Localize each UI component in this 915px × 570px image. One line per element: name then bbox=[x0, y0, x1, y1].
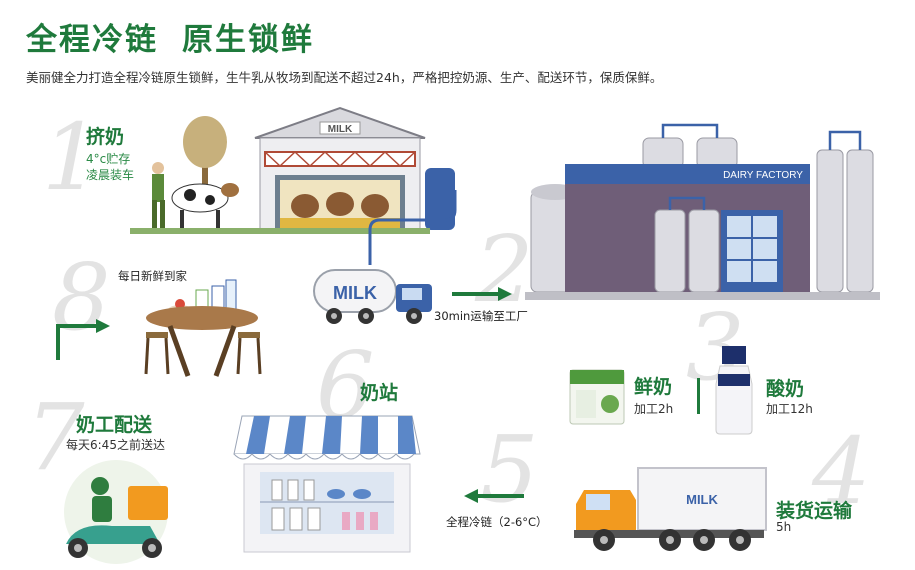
step-5-caption: 全程冷链（2-6°C） bbox=[446, 515, 548, 529]
page-subtitle: 美丽健全力打造全程冷链原生锁鲜，生牛乳从牧场到配送不超过24h，严格把控奶源、生… bbox=[26, 70, 663, 85]
step-8-caption: 每日新鲜到家 bbox=[118, 269, 187, 283]
milk-station-shop bbox=[233, 415, 421, 553]
step-7-title: 奶工配送 bbox=[76, 414, 153, 436]
step-4-number: 4 bbox=[812, 418, 871, 525]
breakfast-table bbox=[144, 279, 262, 377]
step-1-line-1: 4°c贮存 bbox=[86, 152, 131, 166]
step-4-sub: 5h bbox=[776, 520, 792, 534]
product-divider bbox=[697, 378, 700, 414]
step-3-yogurt-title: 酸奶 bbox=[766, 378, 805, 400]
step-2-number: 2 bbox=[475, 216, 534, 323]
arrow-to-station bbox=[464, 489, 524, 503]
fresh-milk-carton bbox=[569, 369, 625, 425]
yogurt-bottle bbox=[715, 346, 753, 435]
svg-text:MILK: MILK bbox=[328, 124, 353, 135]
factory-sign: DAIRY FACTORY bbox=[723, 170, 803, 181]
step-6-title: 奶站 bbox=[360, 382, 399, 404]
delivery-truck: MILK bbox=[574, 467, 767, 551]
step-7-sub: 每天6:45之前送达 bbox=[66, 438, 165, 452]
step-3-yogurt-sub: 加工12h bbox=[766, 402, 813, 416]
step-5-number: 5 bbox=[480, 416, 539, 523]
step-4-title: 装货运输 bbox=[776, 500, 853, 522]
step-1-title: 挤奶 bbox=[86, 126, 125, 148]
delivery-scooter-rider bbox=[64, 460, 168, 564]
step-2-caption: 30min运输至工厂 bbox=[434, 309, 528, 323]
step-1-line-2: 凌晨装车 bbox=[86, 168, 135, 182]
page-title: 全程冷链原生锁鲜 bbox=[26, 14, 314, 59]
step-7-number: 7 bbox=[26, 384, 85, 491]
pipe bbox=[368, 190, 457, 265]
milk-tanker-truck: MILK bbox=[313, 269, 432, 324]
arrow-to-factory bbox=[452, 287, 512, 301]
step-1-number: 1 bbox=[42, 104, 101, 211]
truck-label: MILK bbox=[686, 492, 718, 507]
step-3-fresh-title: 鲜奶 bbox=[634, 376, 673, 398]
title-part-2: 原生锁鲜 bbox=[182, 22, 314, 58]
tanker-label: MILK bbox=[333, 283, 377, 303]
arrow-to-home bbox=[56, 319, 110, 360]
title-part-1: 全程冷链 bbox=[26, 22, 158, 58]
dairy-factory: DAIRY FACTORY bbox=[525, 123, 880, 300]
step-3-fresh-sub: 加工2h bbox=[634, 402, 674, 416]
